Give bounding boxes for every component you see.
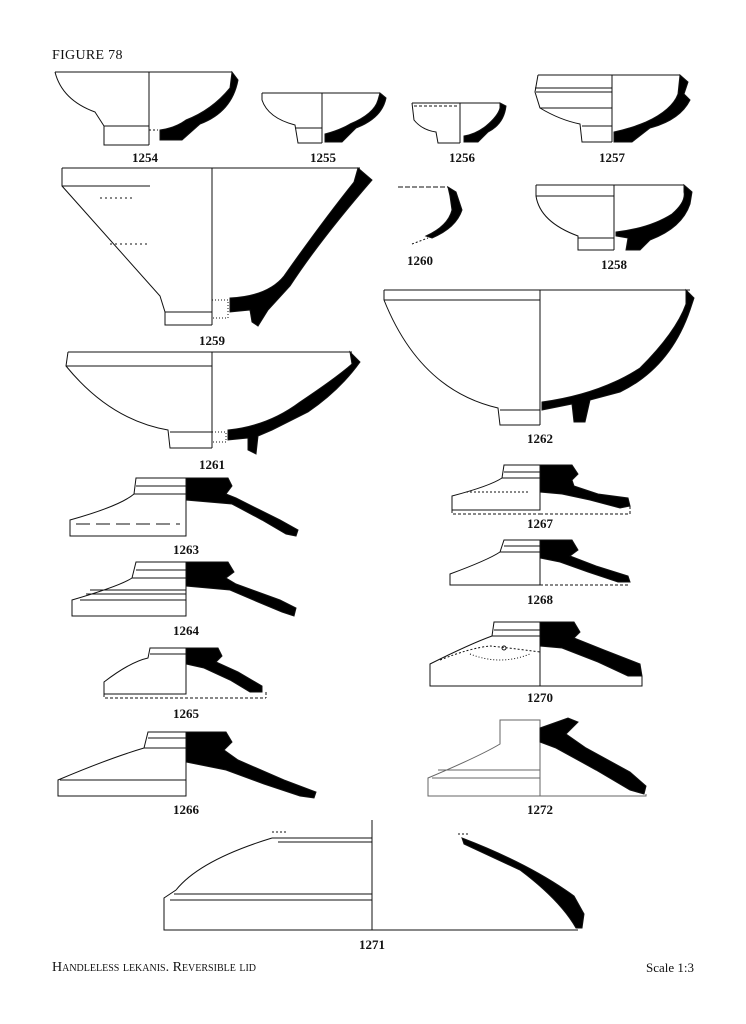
vessel-drawing-1259 [62,168,372,326]
catalogue-number-1262: 1262 [527,431,553,446]
vessel-drawing-1264 [72,562,296,616]
figure-title: FIGURE 78 [52,48,123,63]
catalogue-number-1260: 1260 [407,253,433,268]
catalogue-number-1265: 1265 [173,706,199,721]
catalogue-number-1271: 1271 [359,937,385,952]
vessel-drawing-1255 [262,93,386,143]
vessel-drawing-1262 [384,290,694,425]
vessel-drawing-1268 [450,540,630,585]
vessel-drawing-1266 [58,732,316,798]
vessel-drawing-1267 [452,465,630,514]
vessel-drawing-1254 [55,72,238,145]
catalogue-number-1266: 1266 [173,802,199,817]
vessel-drawing-1257 [535,75,690,142]
scale-label: Scale 1:3 [645,960,694,975]
caption-text: Handleless lekanis. Reversible lid [52,960,256,975]
catalogue-number-1270: 1270 [527,690,553,705]
vessel-drawing-1265 [104,648,266,698]
catalogue-number-1258: 1258 [601,257,627,272]
figure-caption: Handleless lekanis. Reversible lid [52,960,256,976]
vessel-drawing-1258 [536,185,692,250]
catalogue-number-1263: 1263 [173,542,199,557]
vessel-drawing-1270 [430,622,642,686]
catalogue-number-1268: 1268 [527,592,553,607]
catalogue-number-1257: 1257 [599,150,625,165]
vessel-drawing-1256 [412,103,506,143]
catalogue-number-1254: 1254 [132,150,158,165]
catalogue-number-1259: 1259 [199,333,225,348]
vessel-drawing-1261 [66,352,360,454]
vessel-drawing-1260 [398,187,462,244]
catalogue-number-1264: 1264 [173,623,199,638]
catalogue-number-1255: 1255 [310,150,336,165]
catalogue-number-1272: 1272 [527,802,553,817]
vessel-drawing-1272 [428,718,646,796]
vessel-drawing-1263 [70,478,298,536]
vessel-drawing-1271 [164,820,584,930]
catalogue-number-1261: 1261 [199,457,225,472]
catalogue-number-1256: 1256 [449,150,475,165]
catalogue-number-1267: 1267 [527,516,553,531]
